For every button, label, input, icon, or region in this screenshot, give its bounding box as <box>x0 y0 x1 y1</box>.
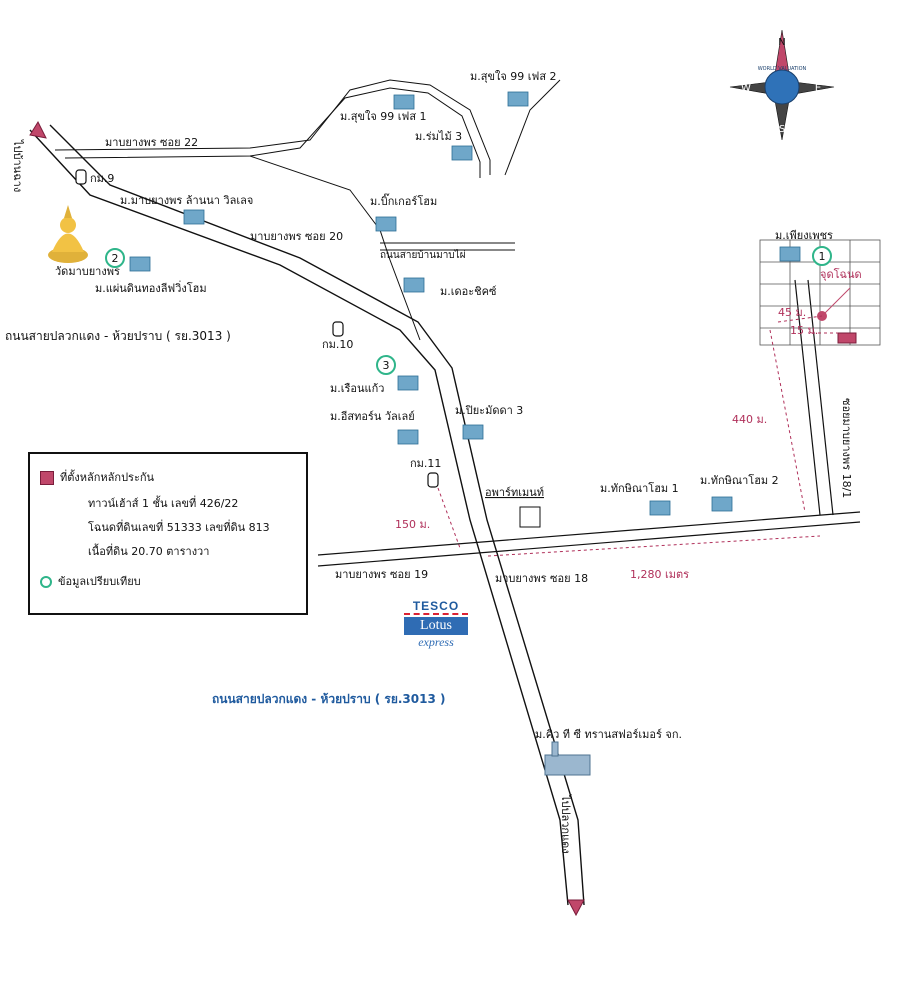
bypass-road <box>380 242 515 251</box>
tesco-lotus-logo: TESCO Lotus express <box>404 599 468 650</box>
legend-line1: ทาวน์เฮ้าส์ 1 ชั้น เลขที่ 426/22 <box>88 497 239 510</box>
label-maplanna: ม.มาบยางพร ล้านนา วิลเลจ <box>120 194 253 207</box>
soi-18-19-road <box>317 511 861 567</box>
label-to-pluak: ไปปลวกแดง <box>559 794 572 854</box>
label-bypass: ถนนสายบ้านมาบไผ่ <box>380 249 466 261</box>
factory-icon <box>544 741 591 776</box>
label-takkhinaa1: ม.ทักษิณาโฮม 1 <box>600 481 679 495</box>
marker-1: 1 <box>812 246 832 266</box>
label-d440: 440 ม. <box>732 413 767 426</box>
label-suksai99-2: ม.สุขใจ 99 เฟส 2 <box>470 70 557 83</box>
label-piyamat3: ม.ปิยะมัดดา 3 <box>455 404 523 417</box>
label-soi-18: มาบยางพร ซอย 18 <box>495 572 588 585</box>
label-rommai3: ม.ร่มไม้ 3 <box>415 130 462 143</box>
legend-comparable: ข้อมูลเปรียบเทียบ <box>58 575 141 588</box>
compass-rose: N S W E WORLD VALUATION <box>729 29 835 141</box>
marker-1-label: 1 <box>819 250 826 263</box>
label-factory: ม.คิว ที ซี ทรานสฟอร์เมอร์ จก. <box>535 728 682 741</box>
legend-line2: โฉนดที่ดินเลขที่ 51333 เลขที่ดิน 813 <box>88 521 270 534</box>
label-suksai99-1: ม.สุขใจ 99 เฟส 1 <box>340 110 427 123</box>
legend-comparable-row: ข้อมูลเปรียบเทียบ <box>40 572 141 590</box>
label-takkhinaa2: ม.ทักษิณาโฮม 2 <box>700 473 779 487</box>
label-rueanruek: ม.เรือนแก้ว <box>330 382 384 395</box>
label-d15: 15 ม. <box>790 324 818 337</box>
km-posts <box>75 169 439 488</box>
label-temple: วัดมาบยางพร <box>55 265 120 278</box>
label-bigger: ม.บิ๊กเกอร์โฮม <box>370 193 437 208</box>
compass-e: E <box>815 83 821 94</box>
label-main-lower: ถนนสายปลวกแดง - ห้วยปราบ ( รย.3013 ) <box>212 692 446 706</box>
label-d150: 150 ม. <box>395 518 430 531</box>
marker-3-label: 3 <box>383 359 390 372</box>
apartment-box <box>519 506 541 528</box>
compass-w: W <box>741 83 751 94</box>
label-km11: กม.11 <box>410 457 441 470</box>
legend-box: ที่ตั้งหลักหลักประกัน ทาวน์เฮ้าส์ 1 ชั้น… <box>28 452 308 615</box>
marker-2: 2 <box>105 248 125 268</box>
comparable-circle-icon <box>40 576 52 588</box>
label-to-ban-chang: ไปบ้านฉาง <box>11 139 24 192</box>
compass-badge: WORLD VALUATION <box>758 66 807 72</box>
compass-s: S <box>779 124 785 135</box>
soi-18-1-road <box>794 279 834 516</box>
legend-line3: เนื้อที่ดิน 20.70 ตารางวา <box>88 545 210 558</box>
label-soi-22: มาบยางพร ซอย 22 <box>105 136 198 149</box>
label-deuchic: ม.เดอะชิคซ์ <box>440 285 497 298</box>
label-main-upper: ถนนสายปลวกแดง - ห้วยปราบ ( รย.3013 ) <box>5 329 231 343</box>
tesco-brand: TESCO <box>404 599 468 615</box>
arrow-north-end-icon <box>29 120 47 139</box>
marker-2-label: 2 <box>112 252 119 265</box>
label-apartment: อพาร์ทเมนท์ <box>485 486 544 499</box>
tesco-sub: express <box>418 635 454 649</box>
subject-plot <box>837 332 857 344</box>
label-d45: 45 ม. <box>778 306 806 319</box>
label-soi-20: มาบยางพร ซอย 20 <box>250 230 343 243</box>
label-thiangphet: ม.เพียงเพชร <box>775 229 833 242</box>
label-subject: จุดโฉนด <box>820 267 862 281</box>
subject-swatch-icon <box>40 471 54 485</box>
buddha-icon <box>48 205 88 263</box>
village-icons <box>129 91 801 516</box>
label-soi-19: มาบยางพร ซอย 19 <box>335 568 428 581</box>
distance-lines <box>437 315 838 557</box>
label-km10: กม.10 <box>322 338 353 351</box>
tesco-name: Lotus <box>404 617 468 635</box>
arrow-south-end-icon <box>567 899 585 917</box>
compass-n: N <box>778 37 785 48</box>
label-phaendin: ม.แผ่นดินทองลีฟวิ่งโฮม <box>95 280 207 295</box>
label-isavanlee: ม.อีสทอร์น วัลเลย์ <box>330 410 415 423</box>
marker-3: 3 <box>376 355 396 375</box>
label-km9: กม.9 <box>90 172 114 185</box>
legend-subject-row: ที่ตั้งหลักหลักประกัน <box>40 468 154 486</box>
label-soi-18-1: ซอยมาบยางพร 18/1 <box>840 398 853 498</box>
label-d1280: 1,280 เมตร <box>630 568 689 581</box>
legend-title: ที่ตั้งหลักหลักประกัน <box>60 471 155 484</box>
